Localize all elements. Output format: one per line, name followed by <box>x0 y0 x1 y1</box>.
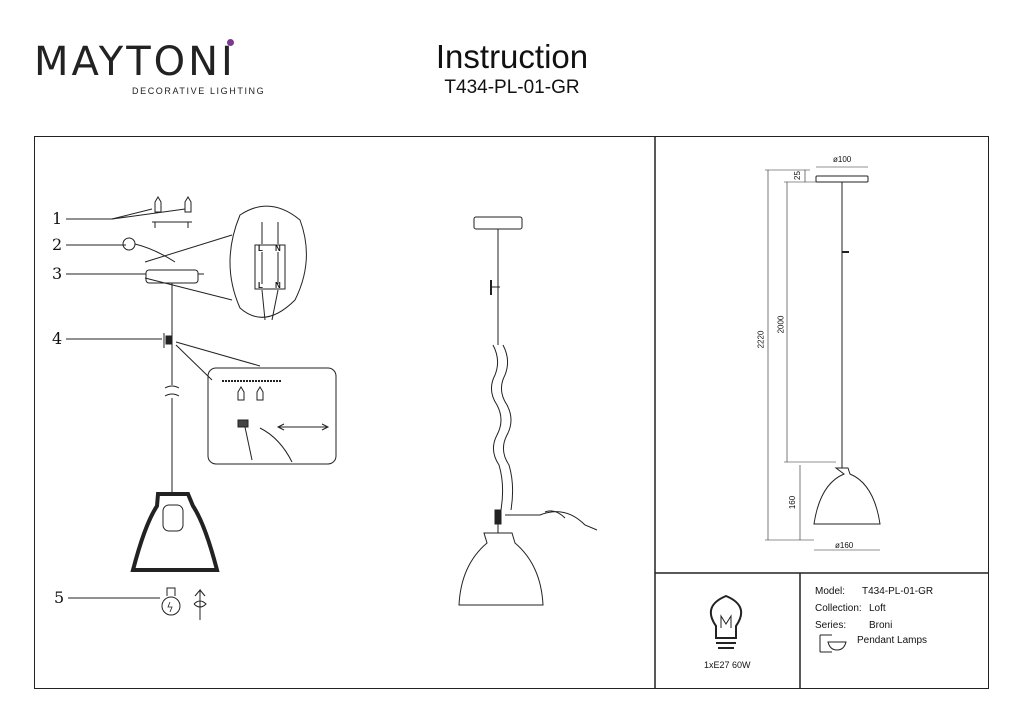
cord-adjust-detail <box>175 341 337 465</box>
wiring-detail <box>144 205 307 321</box>
dim-cord-length: 2000 <box>776 315 786 334</box>
installed-shade <box>458 532 544 606</box>
dim-canopy-height: 25 <box>792 171 802 180</box>
part-number-5: 5 <box>54 588 65 607</box>
page-title: Instruction <box>435 38 589 75</box>
part-number-1: 1 <box>52 209 63 228</box>
lamp-type-value: Pendant Lamps <box>857 635 928 646</box>
model-code: T434-PL-01-GR <box>444 77 580 98</box>
brand-tagline: DECORATIVE LIGHTING <box>132 86 266 96</box>
canopy <box>145 269 199 284</box>
model-value: T434-PL-01-GR <box>862 586 934 597</box>
wire-label-n-top: N <box>275 244 281 253</box>
scissors-hand-icon <box>505 510 598 531</box>
part-number-4: 4 <box>52 329 63 348</box>
part-number-3: 3 <box>52 264 63 283</box>
wire-label-n-bottom: N <box>275 281 281 290</box>
wire-label-l-top: L <box>258 244 263 253</box>
dimension-drawing <box>765 166 881 551</box>
pendant-lamp-icon <box>819 634 847 653</box>
dim-canopy-diameter: ø100 <box>833 155 852 164</box>
light-bulb-icon <box>709 594 743 649</box>
lamp-shade <box>130 492 220 572</box>
collection-label: Collection: <box>815 603 862 614</box>
assembly-drawing <box>66 196 220 620</box>
wire-label-l-bottom: L <box>258 281 263 290</box>
dim-total-height: 2220 <box>756 330 766 349</box>
model-label: Model: <box>815 586 846 597</box>
mounting-screws <box>152 196 192 228</box>
brand-name: MAYTONI <box>34 39 236 85</box>
terminal-block <box>122 237 136 251</box>
part-number-2: 2 <box>52 235 63 254</box>
brand-logo: MAYTONI DECORATIVE LIGHTING <box>34 39 266 96</box>
series-value: Broni <box>869 620 893 631</box>
bulb-spec: 1xE27 60W <box>704 660 751 670</box>
logo-accent-dot <box>227 39 234 46</box>
dim-shade-diameter: ø160 <box>835 541 854 550</box>
instruction-frame <box>34 136 989 689</box>
hanging-drawing <box>458 216 598 606</box>
series-label: Series: <box>815 620 847 631</box>
collection-value: Loft <box>869 603 886 614</box>
bulb-install-icon <box>161 587 207 620</box>
dim-shade-height: 160 <box>788 495 798 510</box>
